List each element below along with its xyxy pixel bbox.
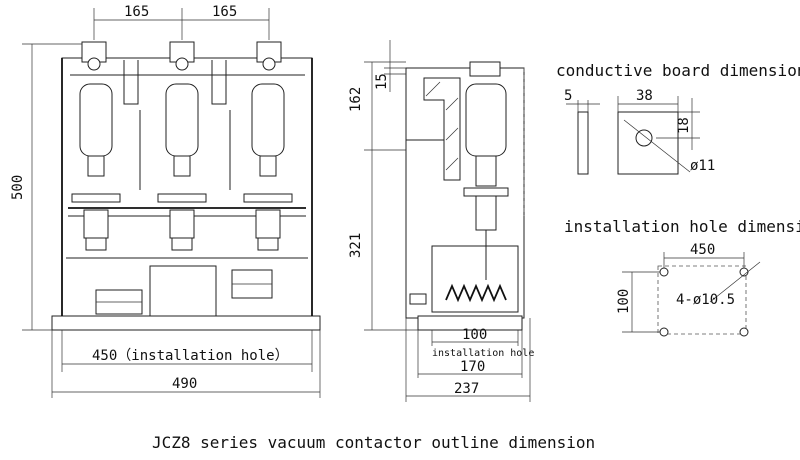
hole-pattern-outline	[657, 265, 747, 335]
dim-500: 500	[10, 175, 26, 200]
hatch-1	[425, 81, 441, 97]
pole-middle	[157, 41, 207, 251]
hatch-3	[445, 127, 459, 141]
dim-490: 490	[172, 376, 197, 392]
dim-162: 162	[348, 87, 364, 112]
insulator-left	[83, 209, 109, 239]
dim-321: 321	[348, 233, 364, 258]
pole-link-middle	[171, 237, 193, 251]
installation-hole-detail: installation hole dimension 450 100 4-ø1…	[564, 217, 800, 337]
hatch-4	[445, 157, 459, 171]
busbar-left	[123, 60, 139, 105]
conductive-board-detail: conductive board dimension 5 38 18 ø11	[556, 61, 800, 175]
dim-237: 237	[454, 381, 479, 397]
dim-165-left: 165	[124, 4, 149, 20]
dim-450-installation: 450（installation hole）	[92, 348, 289, 364]
insulator-disc-right	[243, 193, 293, 203]
board-hole	[635, 129, 653, 147]
dim-hole-11: ø11	[690, 158, 715, 174]
front-base-plate	[51, 315, 321, 331]
insulator-disc-middle	[157, 193, 207, 203]
board-leader	[623, 119, 691, 173]
front-view: 165 165 500 450（installation hole） 490	[10, 4, 321, 398]
vacuum-bottle-left	[79, 83, 113, 157]
side-terminal	[469, 61, 501, 77]
side-bolt	[409, 293, 427, 305]
pole-stem-middle	[173, 155, 191, 177]
side-view: 162 321 15 100 installation hole 170 237	[348, 40, 534, 402]
dim-side-100: 100	[462, 327, 487, 343]
conductive-board-heading: conductive board dimension	[556, 61, 800, 80]
installation-hole-label: installation hole	[432, 348, 534, 359]
side-insulator	[475, 195, 497, 231]
dim-hole-100: 100	[616, 289, 632, 314]
drawing-title: JCZ8 series vacuum contactor outline dim…	[152, 433, 595, 452]
hole-bottom-right	[739, 327, 749, 337]
board-side-profile	[577, 111, 589, 175]
terminal-bolt-right	[262, 57, 276, 71]
coil-housing	[149, 265, 217, 317]
dim-38: 38	[636, 88, 653, 104]
pole-left	[71, 41, 121, 251]
side-insulator-disc	[463, 187, 509, 197]
pole-stem-left	[87, 155, 105, 177]
side-base-plate	[417, 315, 523, 331]
side-mechanism-box	[431, 245, 519, 313]
hole-leader	[709, 261, 761, 303]
dim-165-right: 165	[212, 4, 237, 20]
busbar-right	[211, 60, 227, 105]
insulator-disc-left	[71, 193, 121, 203]
vacuum-bottle-middle	[165, 83, 199, 157]
pole-right	[243, 41, 293, 251]
dim-hole-450: 450	[690, 242, 715, 258]
pole-link-left	[85, 237, 107, 251]
vacuum-bottle-right	[251, 83, 285, 157]
dim-5: 5	[564, 88, 572, 104]
return-spring	[445, 283, 507, 303]
installation-hole-heading: installation hole dimension	[564, 217, 800, 236]
dim-holes-4x: 4-ø10.5	[676, 292, 735, 308]
hole-bottom-left	[659, 327, 669, 337]
pole-link-right	[257, 237, 279, 251]
dim-170: 170	[460, 359, 485, 375]
side-stem	[475, 155, 497, 187]
pole-stem-right	[259, 155, 277, 177]
terminal-bolt-left	[87, 57, 101, 71]
insulating-cover	[423, 77, 461, 181]
terminal-bolt-middle	[175, 57, 189, 71]
insulator-middle	[169, 209, 195, 239]
hole-top-left	[659, 267, 669, 277]
dim-18: 18	[676, 117, 692, 134]
dim-15: 15	[374, 73, 390, 90]
hatch-2	[445, 97, 459, 111]
insulator-right	[255, 209, 281, 239]
side-vacuum-bottle	[465, 83, 507, 157]
